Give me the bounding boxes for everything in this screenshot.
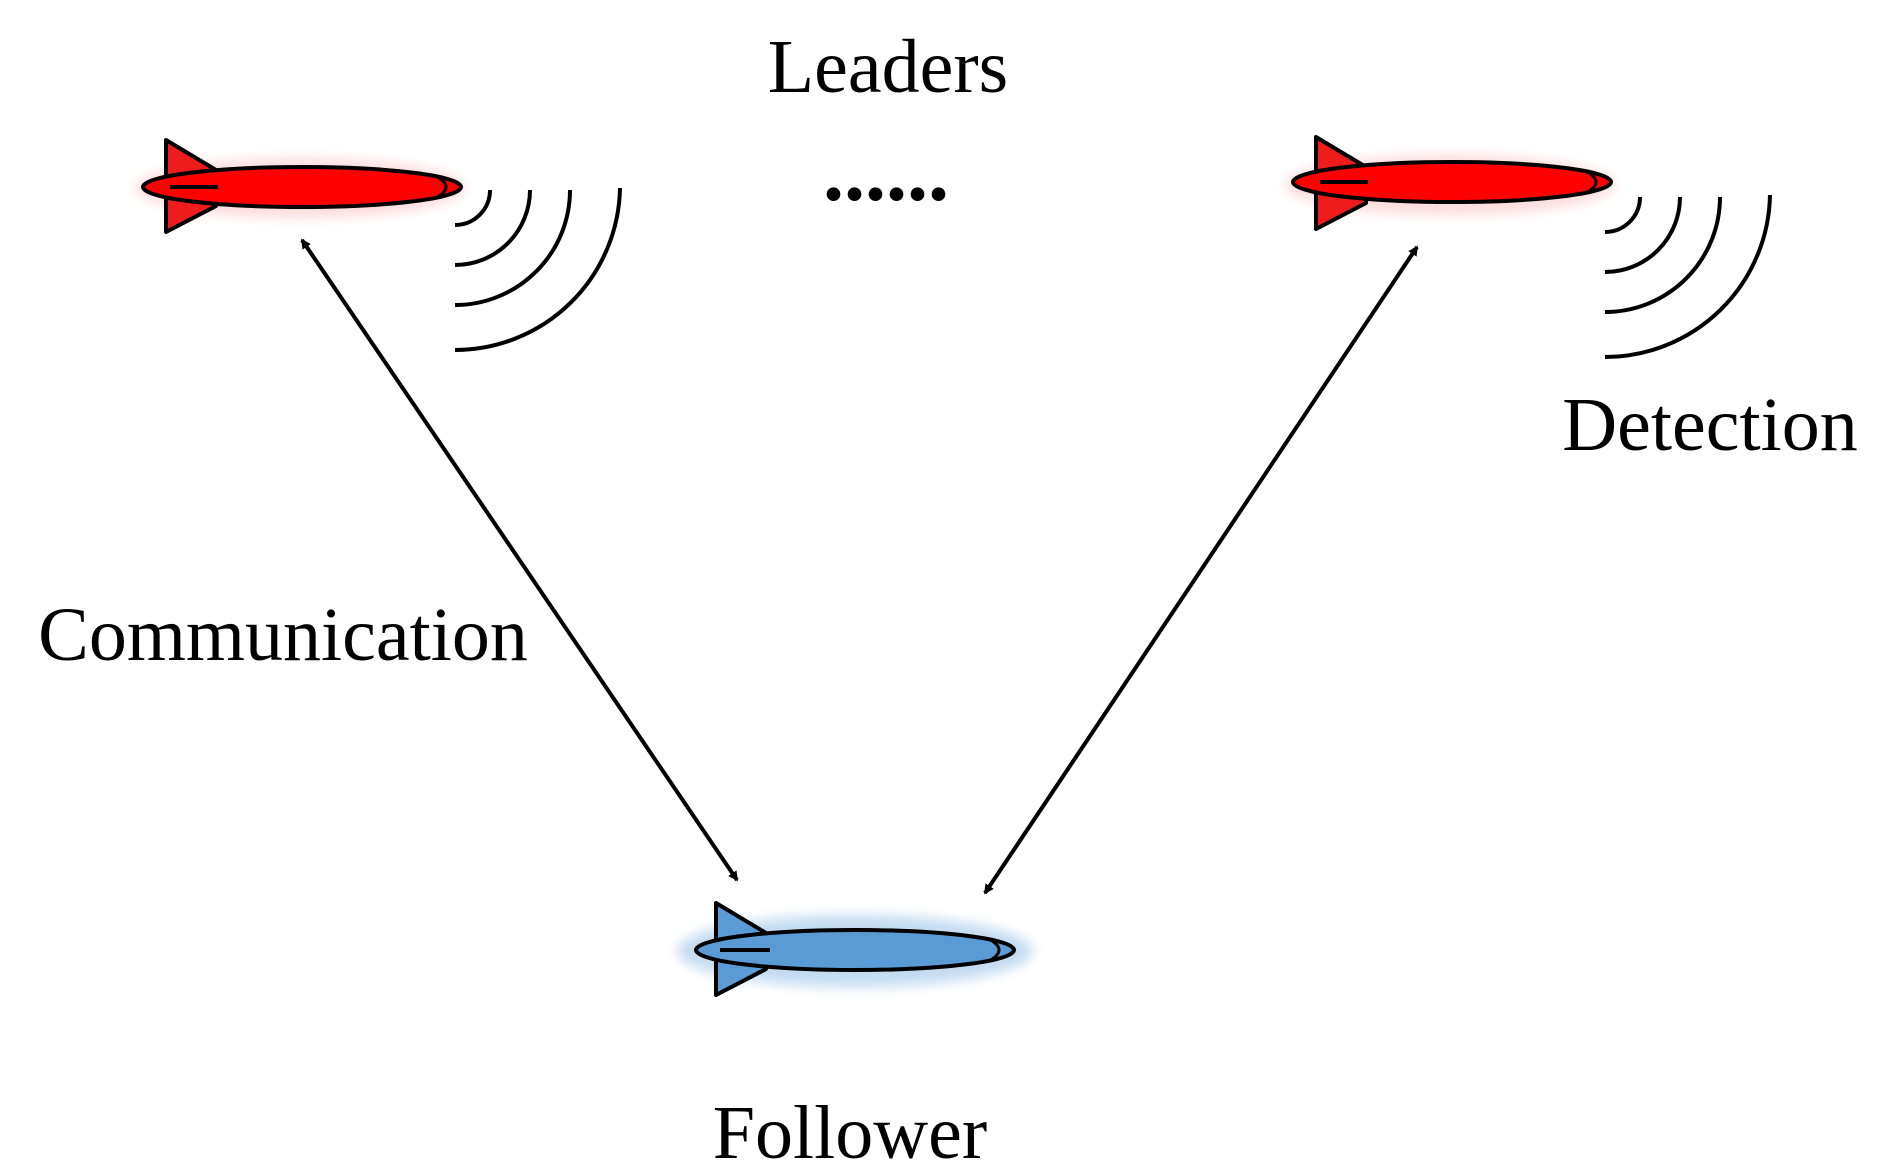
detection-label: Detection xyxy=(1562,383,1857,467)
torpedo-icon xyxy=(1291,135,1613,231)
torpedo-icon xyxy=(694,901,1016,997)
torpedo-icon xyxy=(141,138,463,234)
leader-vehicle-left xyxy=(135,138,465,234)
communication-arrow-left xyxy=(300,238,739,882)
sonar-wave-icon xyxy=(454,187,622,352)
sonar-wave-icon xyxy=(1604,194,1772,359)
communication-label: Communication xyxy=(38,593,528,677)
ellipsis-label: ...... xyxy=(823,126,949,219)
follower-label: Follower xyxy=(713,1091,987,1170)
communication-arrow-right xyxy=(983,245,1419,895)
leader-vehicle-right xyxy=(1285,135,1615,231)
follower-vehicle xyxy=(677,901,1033,997)
leaders-label: Leaders xyxy=(768,25,1009,109)
